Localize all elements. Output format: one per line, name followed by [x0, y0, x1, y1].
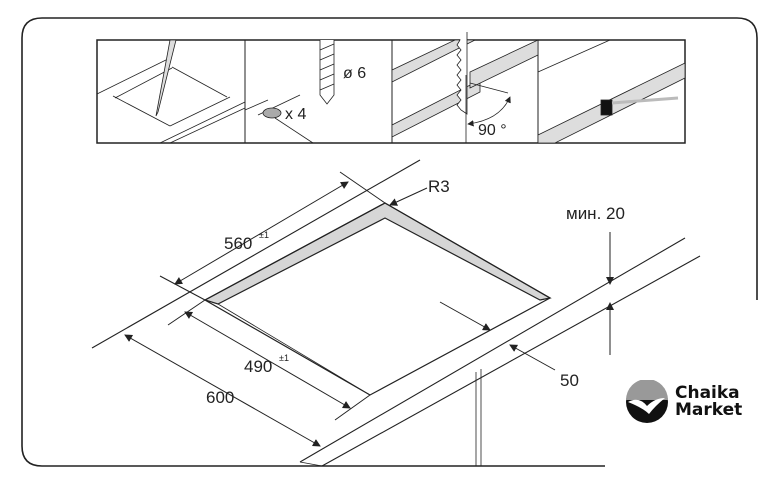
min-thickness-label: мин. 20: [566, 204, 625, 223]
width-label: 490: [244, 357, 272, 376]
depth-label: 560: [224, 234, 252, 253]
dimension-labels: 560 ±1 490 ±1 600 50 R3 мин. 20: [206, 177, 625, 407]
pencil-marking-step: [96, 39, 246, 144]
holes-count-label: x 4: [285, 106, 306, 123]
sealing-step: [537, 39, 686, 144]
corner-radius-label: R3: [428, 177, 450, 196]
drill-step: [244, 40, 335, 144]
width-tolerance: ±1: [279, 353, 289, 363]
front-offset-label: 50: [560, 371, 579, 390]
logo-line2: Market: [675, 400, 743, 420]
worktop-depth-label: 600: [206, 388, 234, 407]
logo-line1: Chaika: [675, 383, 740, 403]
frame: [21, 17, 758, 467]
depth-tolerance: ±1: [259, 230, 269, 240]
seagull-logo-icon: [626, 380, 668, 423]
chaika-market-logo: Chaika Market: [625, 380, 742, 424]
angle-label: 90 °: [478, 122, 507, 139]
dimension-lines: [124, 171, 614, 447]
drill-diameter-label: ø 6: [343, 65, 366, 82]
step-panels: ø 6 x 4 90 °: [96, 32, 686, 144]
saw-step: [391, 32, 539, 143]
